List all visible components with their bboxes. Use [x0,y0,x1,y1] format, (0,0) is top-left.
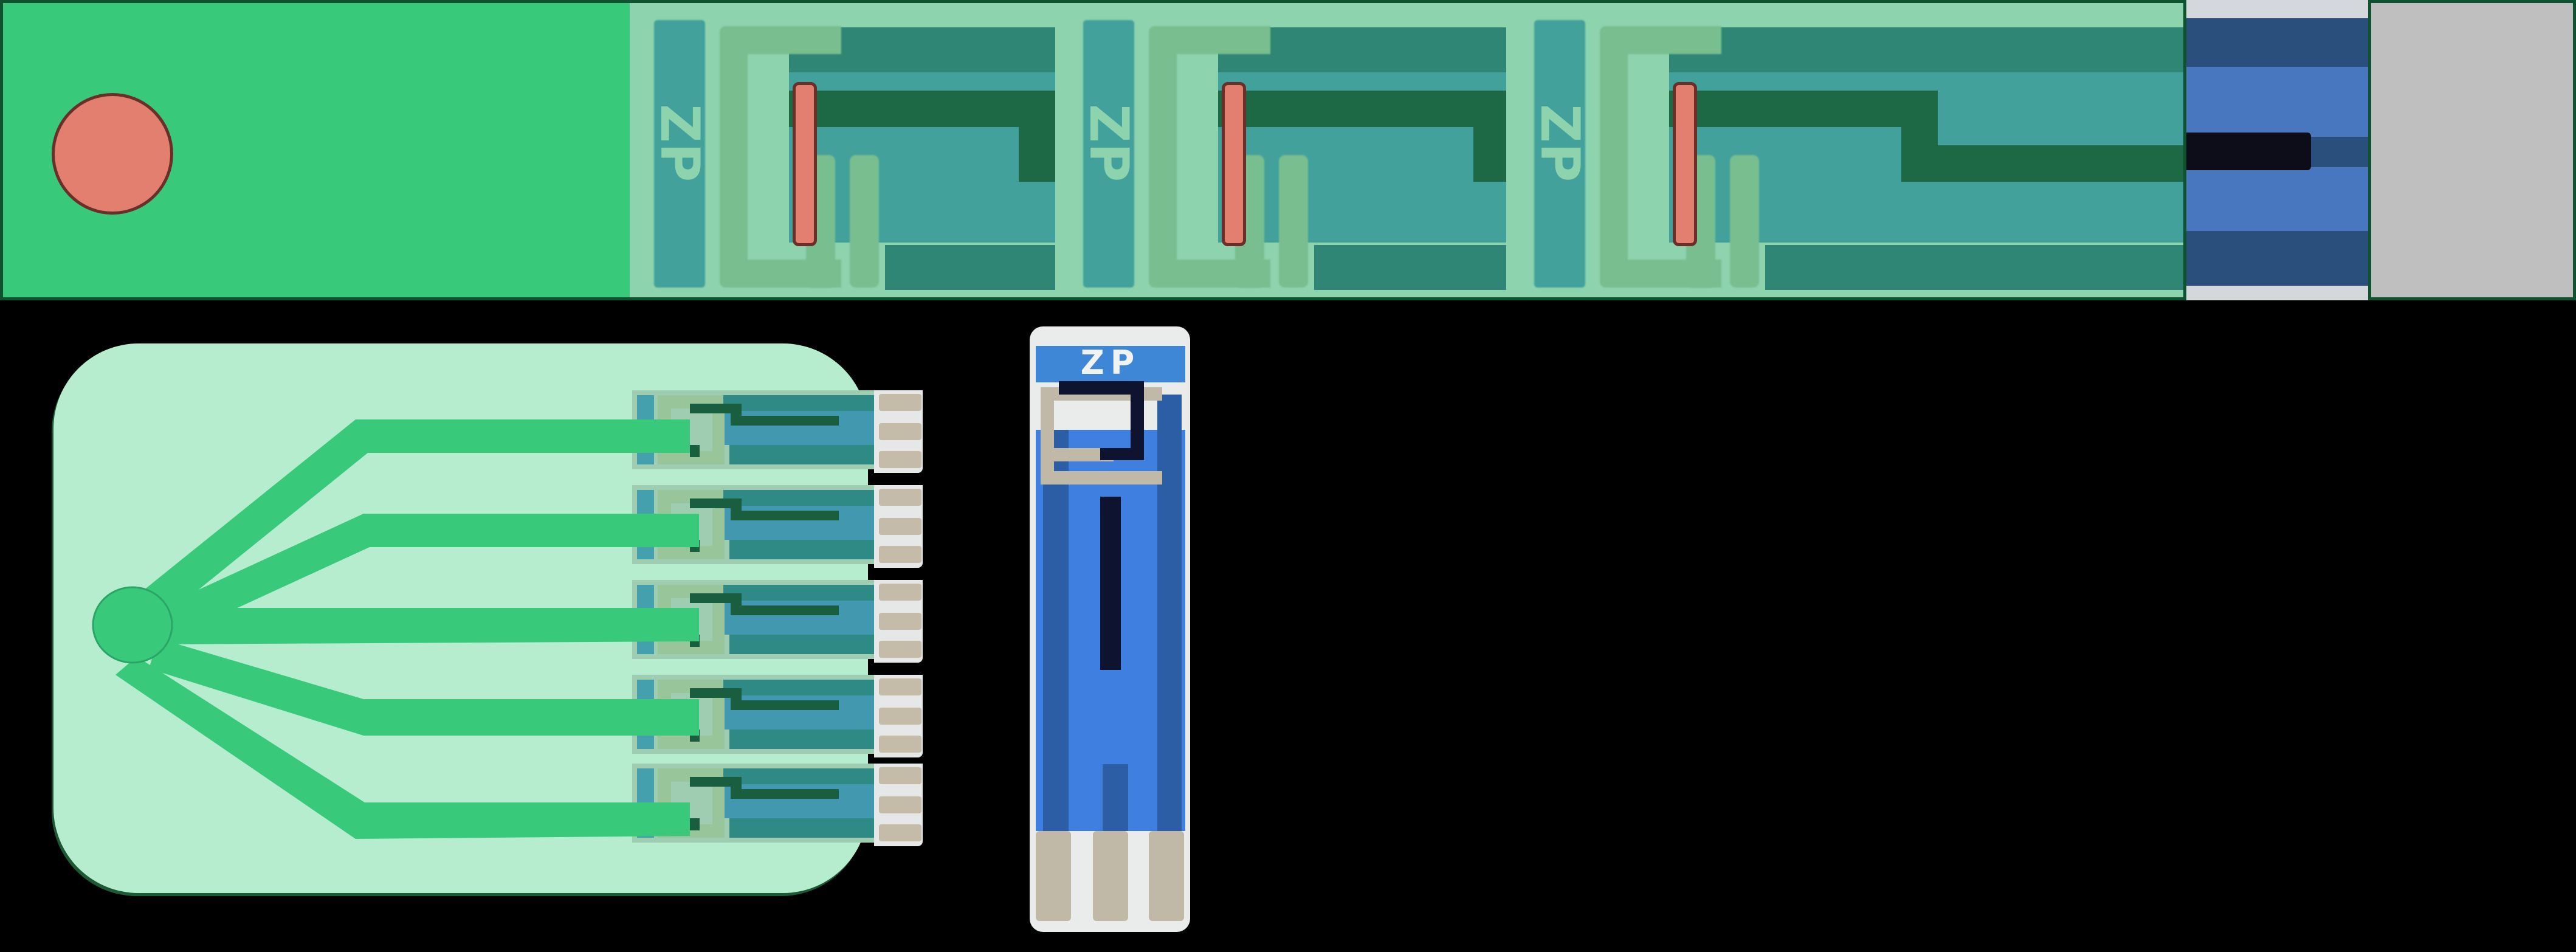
working-trace [1901,145,2187,182]
electrode-tip-section [2183,0,2368,300]
counter-electrode [712,783,725,838]
printed-label: ZP [1078,104,1140,182]
contact-pins-3 [874,580,923,663]
reference-electrode [720,26,841,288]
insulation-band [885,245,1055,290]
label-bar [1083,20,1134,288]
working-electrode-marker-icon [1673,82,1697,246]
contact-pin-3 [1149,831,1184,921]
label-bar [654,20,705,288]
working-electrode-marker-icon [1222,82,1246,246]
top-sensor-1: ZP [630,14,1055,292]
reference-electrode [1600,26,1721,288]
top-sensor-3: ZP [1506,14,2187,292]
label-band [1036,346,1185,382]
top-sensor-2: ZP [1055,14,1510,292]
contact-pins-1 [874,390,923,473]
working-trace [2186,133,2311,170]
label-bar [1534,20,1585,288]
counter-electrode [1041,448,1114,461]
reference-electrode [1149,26,1270,288]
counter-electrode [712,599,725,654]
working-trace [789,91,1055,127]
sample-inlet-dot-icon [52,93,173,215]
trace-shadow [2311,137,2368,167]
printed-label: ZP [649,104,711,182]
working-electrode [1100,497,1121,670]
counter-electrode [712,410,725,464]
channel-branch-5 [115,657,690,839]
insulation-band [2186,231,2368,286]
counter-electrode [1730,155,1759,288]
working-electrode-marker-icon [793,82,817,246]
reference-trace [1157,395,1182,831]
working-electrode [1059,381,1144,395]
contact-pins-5 [874,764,923,846]
linear-sensor-strip: ZP ZP ZP [0,0,2576,300]
fluidic-channel-network [92,419,699,839]
printed-label: ZP [1529,104,1591,182]
sample-inlet-zone [0,0,630,300]
insulation-band [1314,245,1510,290]
insulation-band [1765,245,2187,290]
counter-electrode [850,155,879,288]
working-trace-lower [1103,764,1128,831]
end-cap [2368,0,2576,300]
insulation-band [2186,18,2368,67]
working-trace [1019,91,1055,182]
reference-electrode [1041,387,1162,485]
working-trace [1218,91,1510,127]
printed-label: ZP [1080,343,1141,382]
central-inlet-hub-icon [92,586,173,664]
working-electrode [1131,381,1144,460]
contact-pins-4 [874,675,923,757]
channel-branch-1 [122,419,690,632]
counter-electrode [712,505,725,559]
channel-branch-3 [152,608,699,644]
working-trace [1669,91,1938,127]
counter-electrode [1279,155,1308,288]
working-trace [1473,91,1510,182]
counter-trace [1043,430,1069,831]
channel-branch-4 [149,638,699,736]
contact-pin-1 [1036,831,1071,921]
sensor-overlay-zone: ZP ZP ZP [630,0,2187,300]
channel-branch-2 [146,514,699,644]
contact-pin-2 [1093,831,1128,921]
insulation-band [1669,27,2187,72]
contact-pins-2 [874,485,923,568]
reference-sensor-strip: ZP [1030,326,1190,932]
counter-electrode [712,694,725,749]
pad-sensor-3 [632,580,875,659]
working-electrode [1100,448,1144,460]
